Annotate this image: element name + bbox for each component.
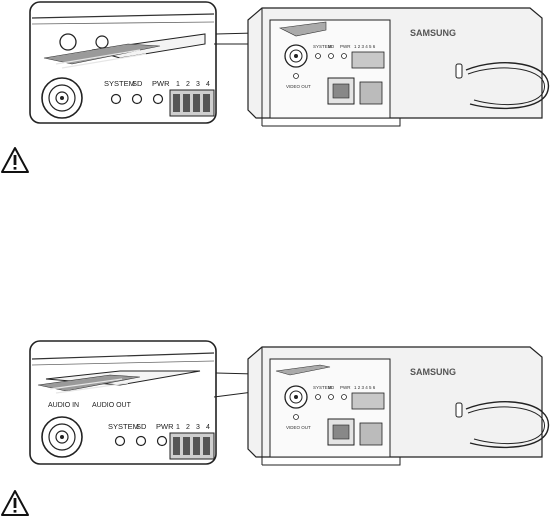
zoom-label-pwr: PWR	[152, 79, 170, 88]
warning-icon	[0, 146, 30, 174]
zoom-pin-1: 1	[176, 81, 180, 88]
zoom-label-audio-in: AUDIO IN	[48, 402, 79, 409]
pwr-led	[154, 95, 163, 104]
zoom-pin-2: 2	[186, 81, 190, 88]
camera-label-pwr: PWR	[340, 385, 351, 390]
camera-label-sd: SD	[328, 44, 335, 49]
system-led	[112, 95, 121, 104]
camera-label-pwr: PWR	[340, 44, 351, 49]
camera-power-port	[360, 423, 382, 445]
zoom-label-audio-out: AUDIO OUT	[92, 402, 132, 409]
zoom-pin-1: 1	[176, 424, 180, 431]
zoom-pin-2: 2	[186, 424, 190, 431]
zoom-pin-3: 3	[196, 81, 200, 88]
audio-illustration: AUDIO IN AUDIO OUT SYSTEM SD PWR 1 2 3 4…	[0, 335, 556, 470]
camera-label-pins: 1 2 3 4 5 6	[354, 44, 376, 49]
camera-label-sd: SD	[328, 385, 335, 390]
zoom-pin-4: 4	[206, 81, 210, 88]
zoom-pin-3: 3	[196, 424, 200, 431]
zoom-pin-4: 4	[206, 424, 210, 431]
camera-label-video-out: VIDEO OUT	[286, 425, 311, 430]
zoom-label-system: SYSTEM	[108, 422, 139, 431]
sd-led	[133, 95, 142, 104]
pwr-led	[158, 437, 167, 446]
camera-power-port	[360, 82, 382, 104]
system-led	[116, 437, 125, 446]
sd-card-illustration: SYSTEM SD PWR 1 2 3 4 VIDEO OUT SYSTEM S…	[0, 0, 556, 135]
zoom-label-sd: SD	[136, 422, 147, 431]
zoom-label-sd: SD	[132, 79, 143, 88]
camera-brand: SAMSUNG	[410, 367, 456, 377]
zoom-label-pwr: PWR	[156, 422, 174, 431]
audio-figure: AUDIO IN AUDIO OUT SYSTEM SD PWR 1 2 3 4…	[0, 335, 556, 470]
warning-icon	[0, 489, 30, 517]
sd-card-figure: SYSTEM SD PWR 1 2 3 4 VIDEO OUT SYSTEM S…	[0, 0, 556, 135]
camera-label-video-out: VIDEO OUT	[286, 84, 311, 89]
sd-led	[137, 437, 146, 446]
zoom-label-system: SYSTEM	[104, 79, 135, 88]
camera-brand: SAMSUNG	[410, 28, 456, 38]
camera-label-pins: 1 2 3 4 5 6	[354, 385, 376, 390]
